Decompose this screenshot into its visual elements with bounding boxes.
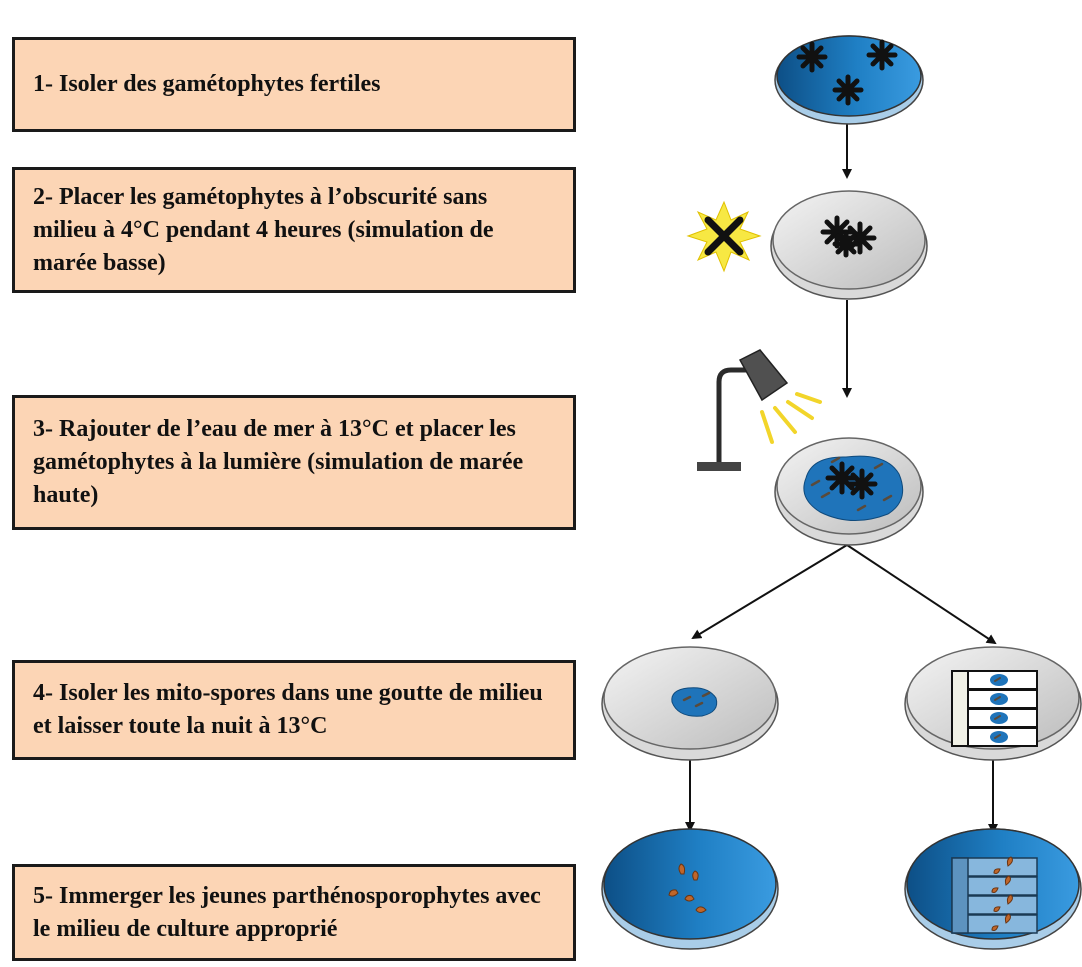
step-5-text: 5- Immerger les jeunes parthénosporophyt… [33,882,541,942]
crossed-out-light-icon [686,200,762,273]
petri-dish-with-wells-icon [904,646,1082,761]
step-1-text: 1- Isoler des gamétophytes fertiles [33,71,381,97]
step-4-box: 4- Isoler les mito-spores dans une goutt… [12,660,576,760]
lamp-icon [697,349,822,471]
step-3-text: 3- Rajouter de l’eau de mer à 13°C et pl… [33,416,524,508]
arrow-3-4-right [846,544,997,645]
step-5-box: 5- Immerger les jeunes parthénosporophyt… [12,864,576,961]
petri-dish-with-sporophytes-icon [601,828,779,950]
step-4-text: 4- Isoler les mito-spores dans une goutt… [33,680,543,739]
arrow-3-4-left [691,544,848,640]
petri-dish-with-wells-sporophytes-icon [904,828,1082,950]
step-1-box: 1- Isoler des gamétophytes fertiles [12,37,576,132]
step-3-box: 3- Rajouter de l’eau de mer à 13°C et pl… [12,395,576,530]
petri-dish-with-seawater-icon [774,437,924,546]
petri-dish-with-gametophytes-icon [774,35,924,125]
step-2-box: 2- Placer les gamétophytes à l’obscurité… [12,167,576,293]
dry-petri-dish-icon [770,190,928,300]
step-2-text: 2- Placer les gamétophytes à l’obscurité… [33,183,494,276]
petri-dish-with-drop-icon [601,646,779,761]
